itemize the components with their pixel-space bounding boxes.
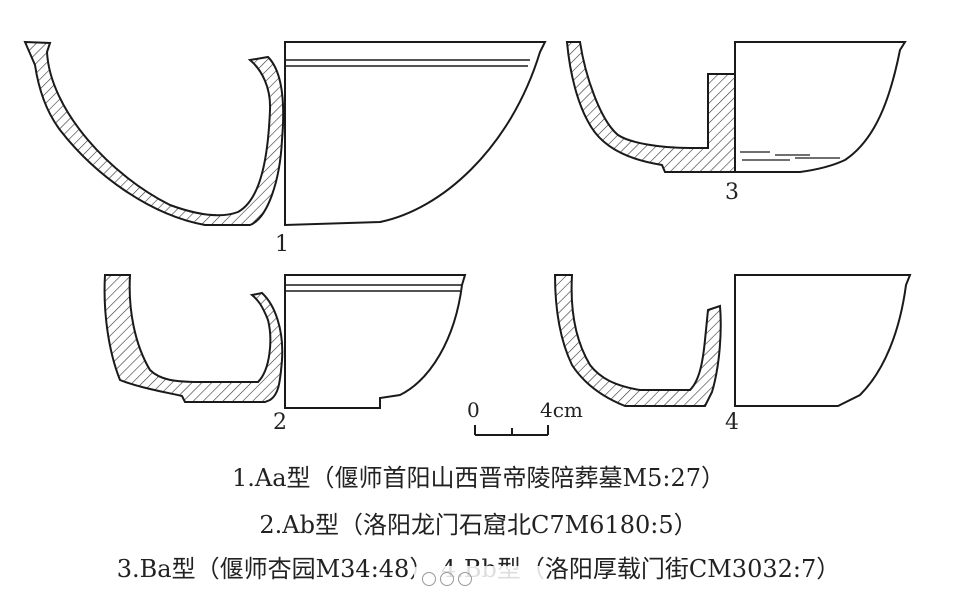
bowl-3-section (565, 41, 736, 173)
caption-line-1: 1.Aa型（偃师首阳山西晋帝陵陪葬墓M5:27） (231, 464, 725, 492)
bowl-3-profile (734, 41, 907, 173)
bowl-1-section (23, 40, 285, 226)
figure-number-4: 4 (725, 410, 739, 435)
figure-number-1: 1 (275, 232, 289, 257)
figure-number-3: 3 (725, 180, 739, 205)
bowl-2-profile (284, 274, 467, 409)
bowl-4-profile (734, 274, 912, 407)
watermark-dots-icon (422, 572, 472, 586)
scale-end-label: 4cm (540, 398, 583, 422)
watermark-overlay (414, 566, 544, 590)
bowl-3-drawing (565, 41, 907, 173)
bowl-2-section (103, 274, 284, 403)
bowl-1-profile (284, 41, 547, 227)
bowl-4-section (553, 274, 722, 407)
bowl-1-drawing (23, 40, 547, 227)
bowl-2-drawing (103, 274, 467, 409)
bowl-4-drawing (553, 274, 912, 407)
scale-bar (474, 425, 549, 436)
caption-line-2: 2.Ab型（洛阳龙门石窟北C7M6180:5） (259, 511, 698, 539)
figure-number-2: 2 (273, 410, 287, 435)
scale-start-label: 0 (467, 398, 480, 422)
bowl-3-fill-marks (740, 151, 840, 161)
